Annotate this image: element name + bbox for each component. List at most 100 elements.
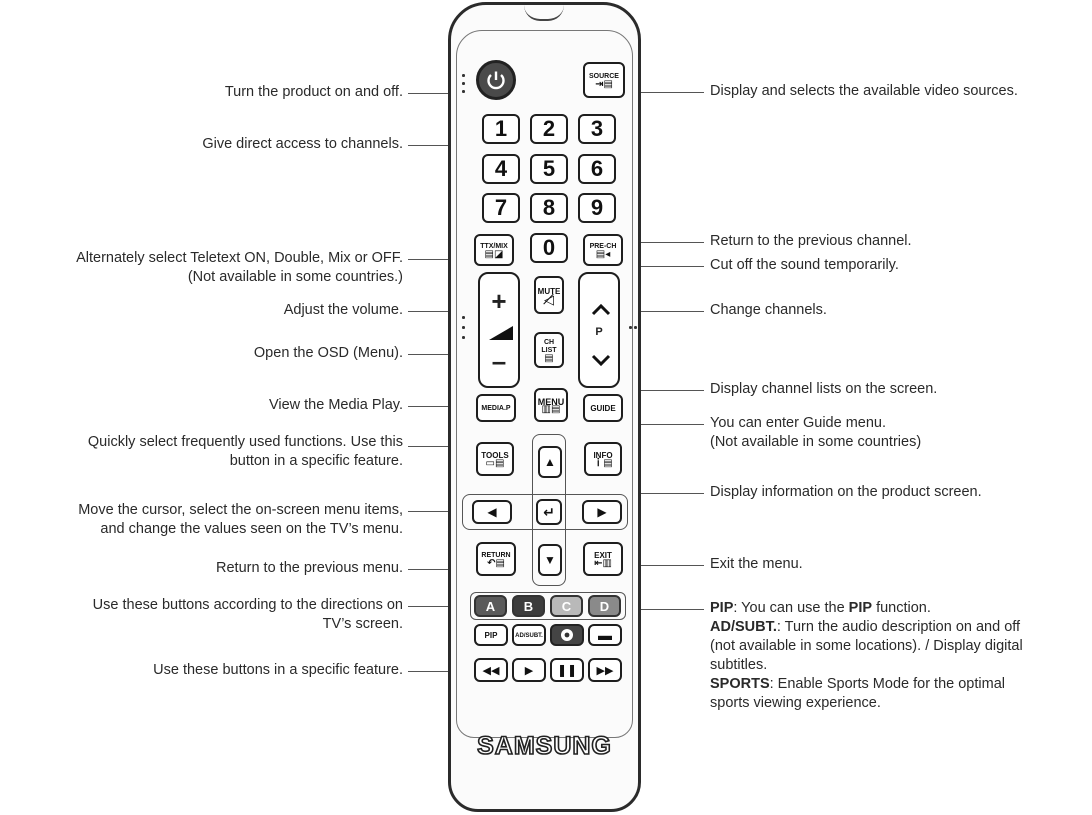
digit-button-2[interactable]: 2 [530,114,568,144]
samsung-logo: SAMSUNG [476,731,612,761]
fast-forward-button[interactable]: ▶▶ [588,658,622,682]
label-cursor: Move the cursor, select the on-screen me… [78,502,403,537]
leader-return [408,569,474,570]
label-media: View the Media Play. [268,397,403,413]
label-tools: Quickly select frequently used functions… [87,434,403,469]
volume-down[interactable]: – [491,346,507,376]
digit-button-8[interactable]: 8 [530,193,568,223]
channel-p-label: P [595,326,603,338]
dot [462,74,465,77]
leader-teletext [408,259,473,260]
menu-icon: ▥▤ [541,404,561,415]
label-chan: Change channels. [710,302,827,318]
ad-subt-button[interactable]: AD/SUBT. [512,624,546,646]
color-button-a[interactable]: A [474,595,507,617]
label-playback: Use these buttons in a specific feature. [153,662,403,678]
dpad-down-button[interactable]: ▼ [538,544,562,576]
channel-rocker[interactable]: P [578,272,620,388]
label-source: Display and selects the available video … [710,83,1018,99]
ch-list-button[interactable]: CH LIST ▤ [534,332,564,368]
remote-panel [456,30,633,738]
volume-wedge-icon [489,326,513,340]
exit-icon: ⇤▥ [594,558,612,569]
dot [462,326,465,329]
pip-button[interactable]: PIP [474,624,508,646]
ttx-mix-button[interactable]: TTX/MIX ▤◪ [474,234,514,266]
sports-ball-icon [561,629,573,641]
dot [629,326,632,329]
dot [634,326,637,329]
color-button-b[interactable]: B [512,595,545,617]
digit-button-9[interactable]: 9 [578,193,616,223]
play-button[interactable]: ▶ [512,658,546,682]
remote-notch [524,5,564,21]
digit-button-3[interactable]: 3 [578,114,616,144]
label-chlist: Display channel lists on the screen. [710,381,938,397]
label-prech: Return to the previous channel. [710,233,912,249]
source-icon: ⇥▤ [595,79,613,90]
label-volume: Adjust the volume. [283,302,403,318]
leader-channels [408,145,470,146]
pre-ch-button[interactable]: PRE-CH ▤◂ [583,234,623,266]
color-button-c[interactable]: C [550,595,583,617]
info-button[interactable]: INFO ｉ▤ [584,442,622,476]
enter-button[interactable]: ↵ [536,499,562,525]
digit-button-1[interactable]: 1 [482,114,520,144]
label-exit: Exit the menu. [710,556,803,572]
volume-rocker[interactable]: + – [478,272,520,388]
volume-up[interactable]: + [491,286,507,316]
sports-button[interactable] [550,624,584,646]
info-icon: ｉ▤ [593,458,613,469]
leader-prech [628,242,704,243]
exit-button[interactable]: EXIT ⇤▥ [583,542,623,576]
label-osd: Open the OSD (Menu). [253,345,403,361]
media-play-button[interactable]: MEDIA.P [476,394,516,422]
digit-button-6[interactable]: 6 [578,154,616,184]
tools-icon: ▭▤ [485,458,505,469]
dpad-frame-vertical [532,434,566,586]
source-button[interactable]: SOURCE ⇥▤ [583,62,625,98]
label-power: Turn the product on and off. [224,84,403,100]
mute-icon: ◁̸ [544,292,554,307]
color-button-d[interactable]: D [588,595,621,617]
label-guide: You can enter Guide menu. (Not available… [710,415,922,450]
leader-tools [408,446,478,447]
color-row-frame [470,592,626,620]
dpad-up-button[interactable]: ▲ [538,446,562,478]
rewind-button[interactable]: ◀◀ [474,658,508,682]
leader-color [408,606,472,607]
label-return: Return to the previous menu. [216,560,403,576]
chlist-icon: ▤ [544,353,554,364]
leader-source [628,92,704,93]
stop-button[interactable]: ▬ [588,624,622,646]
digit-button-4[interactable]: 4 [482,154,520,184]
guide-button[interactable]: GUIDE [583,394,623,422]
power-button[interactable] [476,60,516,100]
remote-control: SOURCE ⇥▤ 1 2 3 4 5 6 7 8 9 0 TTX/MIX ▤◪… [448,2,641,812]
prech-icon: ▤◂ [595,249,611,260]
chevron-up-icon[interactable] [591,304,611,316]
digit-button-0[interactable]: 0 [530,233,568,263]
return-button[interactable]: RETURN ↶▤ [476,542,516,576]
menu-button[interactable]: MENU ▥▤ [534,388,568,422]
dpad-right-button[interactable]: ▶ [582,500,622,524]
leader-media [408,406,476,407]
leader-exit [625,565,704,566]
dot [462,336,465,339]
power-icon [487,71,505,90]
leader-pip [590,609,704,610]
label-pip-block: PIP: You can use the PIP function. AD/SU… [710,600,1023,711]
mute-button[interactable]: MUTE ◁̸ [534,276,564,314]
digit-button-5[interactable]: 5 [530,154,568,184]
label-color: Use these buttons according to the direc… [92,597,403,632]
leader-playback [408,671,474,672]
pause-button[interactable]: ❚❚ [550,658,584,682]
dpad-left-button[interactable]: ◀ [472,500,512,524]
dpad-frame-horizontal [462,494,628,530]
digit-button-7[interactable]: 7 [482,193,520,223]
leader-power [408,93,480,94]
leader-info [625,493,704,494]
label-channels: Give direct access to channels. [202,136,403,152]
tools-button[interactable]: TOOLS ▭▤ [476,442,514,476]
chevron-down-icon[interactable] [591,354,611,366]
